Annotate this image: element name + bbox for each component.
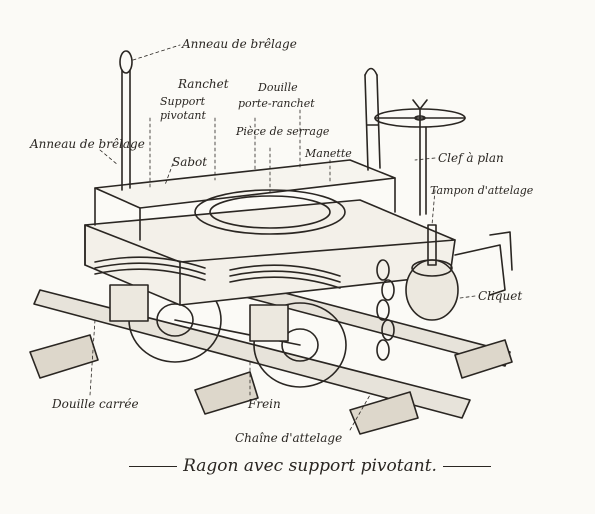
label-douille-carree: Douille carrée: [52, 397, 139, 411]
label-support-pivotant-line2: pivotant: [160, 109, 206, 122]
label-anneau-left: Anneau de brêlage: [30, 137, 145, 151]
label-support-pivotant-line1: Support: [160, 95, 206, 108]
label-sabot: Sabot: [172, 155, 208, 169]
caption-rule-right: [442, 466, 491, 467]
label-clef-plan: Clef à plan: [438, 151, 504, 165]
label-cliquet: Cliquet: [478, 289, 523, 303]
label-douille-porte-line2: porte-ranchet: [238, 97, 315, 110]
label-tampon: Tampon d'attelage: [430, 184, 534, 197]
wagon-frame: [84, 199, 456, 342]
label-douille-porte-line1: Douille: [258, 81, 298, 94]
label-ranchet: Ranchet: [178, 77, 229, 91]
label-piece-serrage: Pièce de serrage: [236, 125, 330, 138]
leader-lines: [89, 44, 476, 431]
label-frein: Frein: [248, 397, 281, 411]
pivoting-support: [94, 159, 396, 241]
figure-caption: Ragon avec support pivotant.: [110, 456, 510, 476]
coupling-chain: [376, 259, 395, 361]
label-chaine: Chaîne d'attelage: [235, 431, 343, 445]
brake-handwheel: [374, 99, 466, 216]
label-anneau-top: Anneau de brêlage: [182, 37, 297, 51]
caption-text: Ragon avec support pivotant.: [183, 456, 437, 476]
buffer-assembly: [405, 224, 513, 321]
caption-rule-left: [129, 466, 178, 467]
label-manette: Manette: [305, 147, 352, 160]
